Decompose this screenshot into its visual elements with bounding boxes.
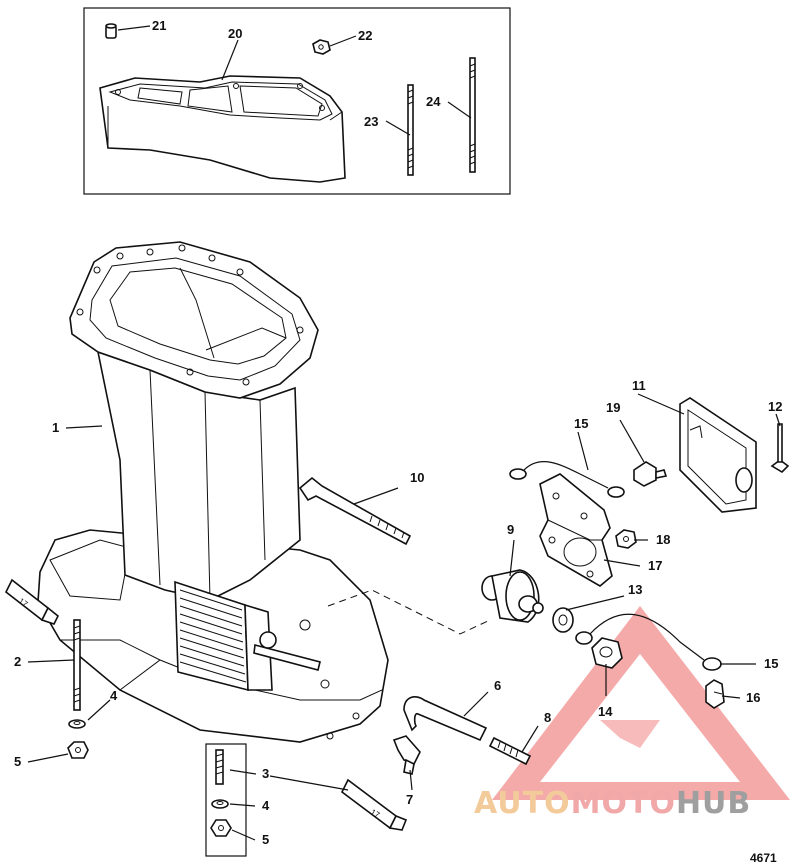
callout-leader-lines	[27, 393, 781, 841]
callout-24: 24	[426, 94, 441, 109]
sealant-tube-left-part: 17	[4, 578, 60, 625]
watermark-inner-arrow-icon	[600, 720, 660, 748]
callout-21: 21	[152, 18, 166, 33]
watermark-logo: AUTOMOTOHUB	[474, 606, 790, 821]
inset-kit-box	[83, 7, 511, 195]
figure-number: 4671	[750, 851, 777, 865]
adaptor-plate-part	[99, 75, 346, 183]
callout-4b: 4	[262, 798, 270, 813]
mount-bracket-part-17	[539, 473, 613, 587]
callout-23: 23	[364, 114, 378, 129]
callout-19: 19	[606, 400, 620, 415]
watermark-hub-text: HUB	[676, 786, 751, 821]
washer-part-4a	[68, 719, 86, 729]
washer-part-13	[552, 607, 574, 633]
callout-13: 13	[628, 582, 642, 597]
watermark-auto-text: AUTO	[474, 786, 571, 821]
bolt-part-16	[705, 679, 725, 709]
elbow-fitting-part-7	[392, 735, 421, 775]
callout-15a: 15	[574, 416, 588, 431]
watermark-triangle-icon	[492, 606, 790, 800]
callout-5b: 5	[262, 832, 269, 847]
stud-part-3	[215, 749, 224, 785]
nut-part-22	[312, 39, 331, 55]
callout-11: 11	[632, 378, 646, 393]
stud-part-24	[469, 57, 476, 173]
washer-part-4b	[211, 799, 229, 809]
bolt-part-10	[298, 476, 412, 546]
callout-7: 7	[406, 792, 413, 807]
svg-text:AUTOMOTOHUB: AUTOMOTOHUB	[474, 786, 751, 821]
bolt-part-19	[633, 461, 668, 487]
nut-part-14	[591, 637, 623, 669]
assembly-center-line	[327, 589, 491, 635]
callout-3: 3	[262, 766, 269, 781]
callout-1: 1	[52, 420, 59, 435]
callout-20: 20	[228, 26, 242, 41]
driveshaft-housing-part	[37, 241, 389, 743]
hardware-kit-box	[205, 743, 247, 857]
callout-5a: 5	[14, 754, 21, 769]
callout-18: 18	[656, 532, 670, 547]
sealant-tube-bottom-part: 17	[340, 778, 408, 831]
callout-9: 9	[507, 522, 514, 537]
ground-strap-part-15a	[509, 461, 625, 498]
callout-2: 2	[14, 654, 21, 669]
screw-part-12	[770, 423, 790, 474]
callout-8: 8	[544, 710, 551, 725]
hose-part-6	[403, 696, 488, 742]
ground-strap-part-15b	[575, 613, 722, 671]
callout-22: 22	[358, 28, 372, 43]
rubber-mount-part-9	[481, 569, 544, 623]
nut-part-18	[615, 529, 637, 549]
cover-plate-part-11	[679, 397, 757, 513]
pin-part-8	[488, 736, 532, 766]
nut-part-5b	[210, 819, 232, 837]
callout-6: 6	[494, 678, 501, 693]
stud-part-2	[73, 619, 81, 711]
nut-part-5a	[67, 741, 89, 759]
callout-10: 10	[410, 470, 424, 485]
callout-4a: 4	[110, 688, 118, 703]
callout-17: 17	[648, 558, 662, 573]
callout-14: 14	[598, 704, 613, 719]
stud-part-23	[407, 84, 414, 176]
callout-16: 16	[746, 690, 760, 705]
callout-12: 12	[768, 399, 782, 414]
callout-15b: 15	[764, 656, 778, 671]
dowel-pin-part	[105, 23, 117, 39]
watermark-moto-text: MOTO	[571, 786, 676, 821]
